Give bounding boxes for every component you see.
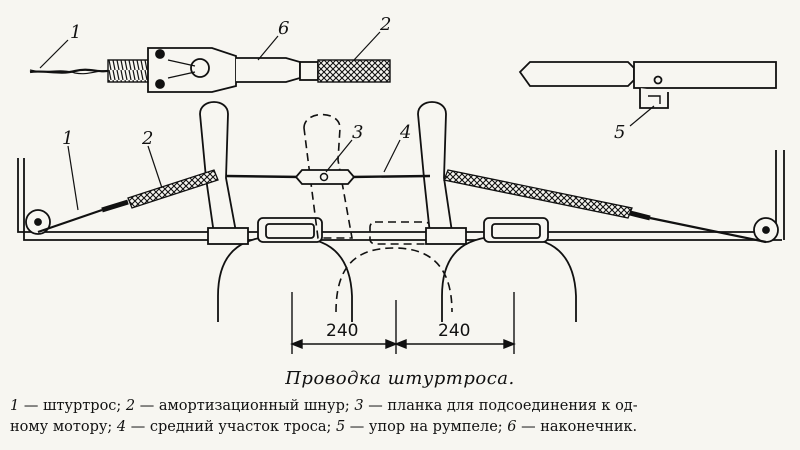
legend-item-1-num: 1 xyxy=(10,398,20,414)
dimension-lines xyxy=(290,292,516,354)
legend-line-2: ному мотору; 4 — средний участок троса; … xyxy=(10,417,792,438)
legend-item-3-num: 3 xyxy=(354,398,364,414)
dimension-right: 240 xyxy=(438,321,470,341)
label-cord-main: 2 xyxy=(141,128,153,149)
label-tip-top: 6 xyxy=(278,18,289,39)
detail-cable-end xyxy=(29,47,391,93)
legend-item-6-num: 6 xyxy=(507,419,517,435)
tiller-right xyxy=(417,101,467,245)
leader-lines xyxy=(39,31,655,211)
steering-cable-diagram: 240 240 1 6 2 5 1 2 3 4 xyxy=(17,14,785,354)
legend-item-5-num: 5 xyxy=(335,419,346,435)
tiller-left xyxy=(199,101,249,245)
motor-right xyxy=(441,217,577,322)
label-middle-cable: 4 xyxy=(399,122,411,143)
label-cable-main: 1 xyxy=(62,128,73,149)
legend-item-1-text: — штуртрос; xyxy=(19,398,126,414)
steering-cable xyxy=(37,169,767,244)
motor-middle-dashed xyxy=(303,113,453,313)
legend-item-4-text: — средний участок троса; xyxy=(126,419,336,435)
caption-legend: 1 — штуртрос; 2 — амортизационный шнур; … xyxy=(10,396,792,438)
legend-item-4-num: 4 xyxy=(116,419,127,435)
label-cord-top: 2 xyxy=(379,14,391,35)
label-plate: 3 xyxy=(352,122,363,143)
legend-line-1: 1 — штуртрос; 2 — амортизационный шнур; … xyxy=(10,396,792,417)
caption-title: Проводка штуртроса. xyxy=(285,368,515,389)
legend-item-2-num: 2 xyxy=(125,398,136,414)
label-tiller-stop: 5 xyxy=(614,122,625,143)
legend-item-3-text-cont: ному мотору; xyxy=(10,419,117,435)
legend-item-6-text: — наконечник. xyxy=(516,419,638,435)
legend-item-5-text: — упор на румпеле; xyxy=(345,419,508,435)
label-cable-top: 1 xyxy=(70,22,81,43)
detail-tiller-stop xyxy=(518,61,777,109)
dimension-left: 240 xyxy=(326,321,358,341)
legend-item-3-text: — планка для подсоединения к од- xyxy=(363,398,638,414)
motor-left xyxy=(217,217,353,322)
legend-item-2-text: — амортизационный шнур; xyxy=(135,398,355,414)
